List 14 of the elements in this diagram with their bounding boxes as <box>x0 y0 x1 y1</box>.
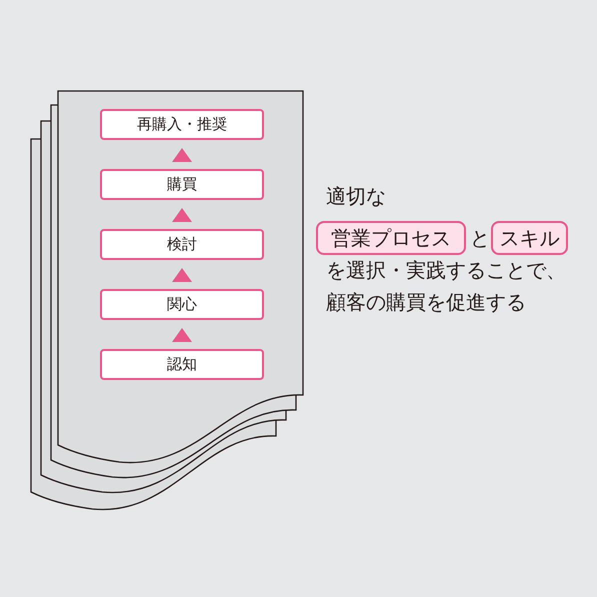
arrow <box>172 148 192 162</box>
caption-text: を選択・実践することで、顧客の購買を促進する <box>326 257 567 316</box>
highlight-box: スキル <box>491 221 568 255</box>
caption-text: と <box>470 225 490 252</box>
caption-text: 適切な <box>326 183 386 210</box>
arrow <box>172 268 192 282</box>
stage-box: 認知 <box>100 349 264 380</box>
stage-box: 再購入・推奨 <box>100 109 264 140</box>
arrow <box>172 328 192 342</box>
stage-box: 関心 <box>100 289 264 320</box>
stage-box: 購買 <box>100 169 264 200</box>
arrow <box>172 208 192 222</box>
highlight-box: 営業プロセス <box>316 221 466 255</box>
stage-box: 検討 <box>100 229 264 260</box>
